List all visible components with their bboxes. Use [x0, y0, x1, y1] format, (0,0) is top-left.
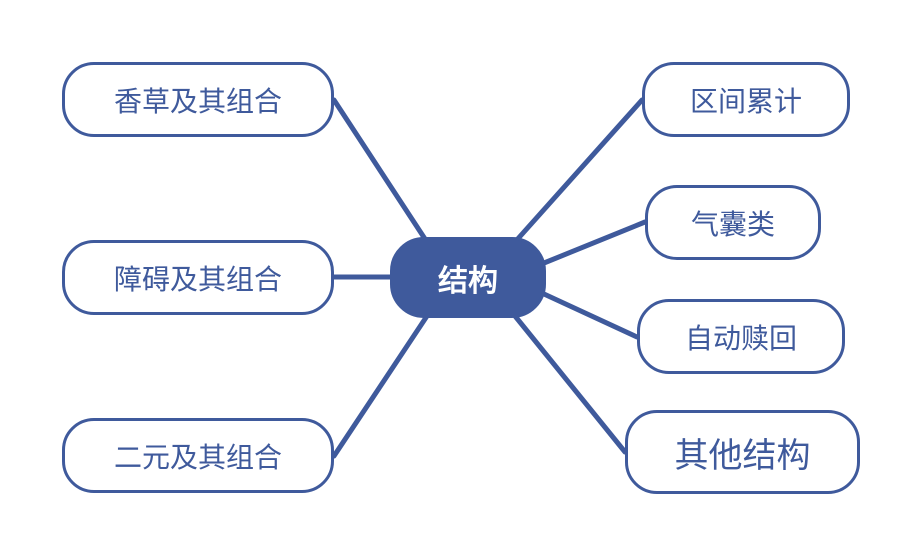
- node-label: 自动赎回: [684, 321, 797, 355]
- node-label: 二元及其组合: [113, 440, 282, 474]
- node-label: 其他结构: [674, 435, 811, 476]
- node-barrier-combo[interactable]: 障碍及其组合: [62, 240, 334, 315]
- node-vanilla-combo[interactable]: 香草及其组合: [62, 62, 334, 137]
- node-other-structures[interactable]: 其他结构: [625, 410, 860, 494]
- node-range-accrual[interactable]: 区间累计: [642, 62, 850, 137]
- node-label: 障碍及其组合: [113, 262, 282, 296]
- node-binary-combo[interactable]: 二元及其组合: [62, 418, 334, 493]
- connector-left-3: [331, 313, 430, 459]
- connector-left-1: [331, 97, 430, 245]
- connector-right-4: [512, 313, 628, 455]
- connector-right-3: [541, 291, 640, 340]
- node-airbag[interactable]: 气囊类: [645, 185, 821, 260]
- node-label: 气囊类: [690, 207, 775, 241]
- connector-right-1: [512, 97, 645, 245]
- node-label: 区间累计: [689, 84, 802, 118]
- connector-right-2: [541, 219, 648, 266]
- center-node[interactable]: 结构: [390, 237, 546, 318]
- center-node-label: 结构: [438, 263, 498, 299]
- node-autocall[interactable]: 自动赎回: [637, 299, 845, 374]
- node-label: 香草及其组合: [113, 84, 282, 118]
